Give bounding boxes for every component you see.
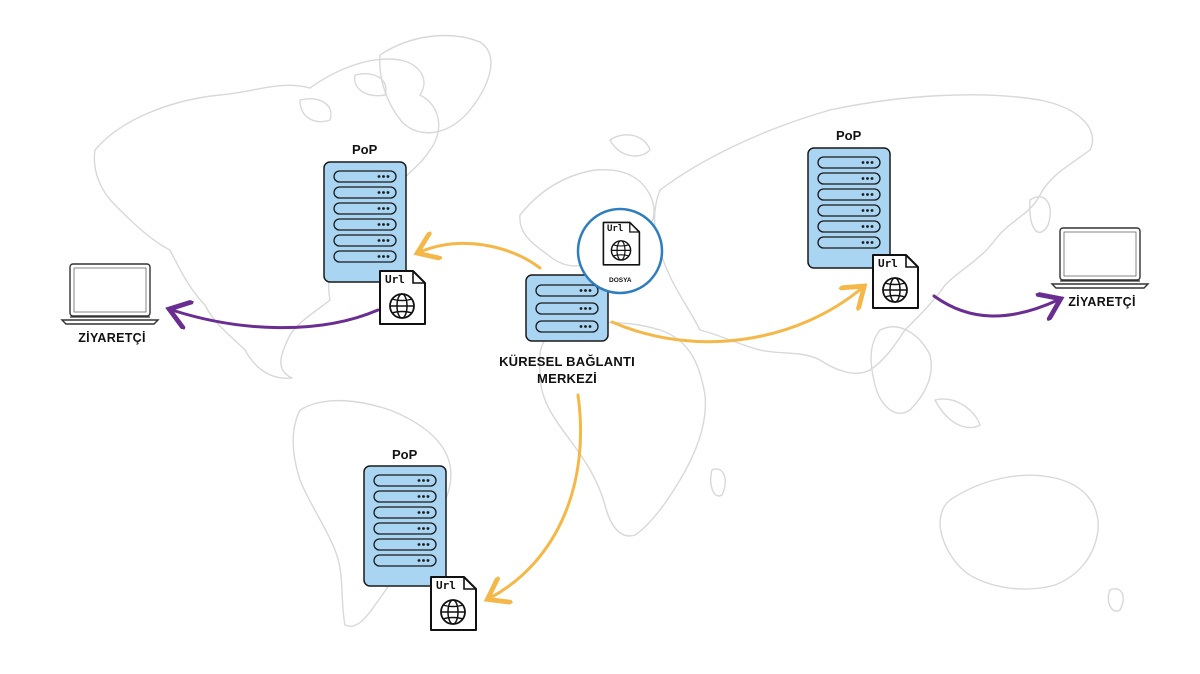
pop-server-south-america <box>363 465 447 587</box>
hub-file-label: DOSYA <box>609 277 632 284</box>
arrow-hub-to-pop-asia <box>610 288 862 344</box>
arrow-pop-to-visitor-right <box>932 296 1058 316</box>
pop-server-asia <box>807 147 891 269</box>
continent-greenland <box>379 34 492 134</box>
arrow-hub-to-pop-north-america <box>420 243 542 270</box>
file-url-text: Url <box>385 273 405 286</box>
hub-label: KÜRESEL BAĞLANTI MERKEZİ <box>496 353 638 387</box>
visitor-label-left: ZİYARETÇİ <box>78 331 146 345</box>
continent-australia <box>939 474 1099 590</box>
laptop-icon <box>1051 227 1149 289</box>
pop-label-asia: PoP <box>836 128 862 143</box>
pop-label-south-america: PoP <box>392 447 418 462</box>
hub-label-line2: MERKEZİ <box>537 371 597 386</box>
hub-server <box>525 274 609 342</box>
arrow-hub-to-pop-south-america <box>490 393 583 598</box>
hub-file-badge <box>576 207 664 295</box>
file-url-text: Url <box>607 224 624 234</box>
laptop-icon <box>61 263 159 325</box>
continent-asia <box>653 94 1094 374</box>
file-url-text: Url <box>436 579 456 592</box>
arrow-pop-to-visitor-left <box>172 310 380 328</box>
hub-label-line1: KÜRESEL BAĞLANTI <box>499 354 635 369</box>
continent-africa <box>539 321 707 537</box>
continent-south-america <box>292 399 452 627</box>
pop-server-north-america <box>323 161 407 283</box>
file-url-text: Url <box>878 257 898 270</box>
visitor-label-right: ZİYARETÇİ <box>1068 295 1136 309</box>
pop-label-north-america: PoP <box>352 142 378 157</box>
